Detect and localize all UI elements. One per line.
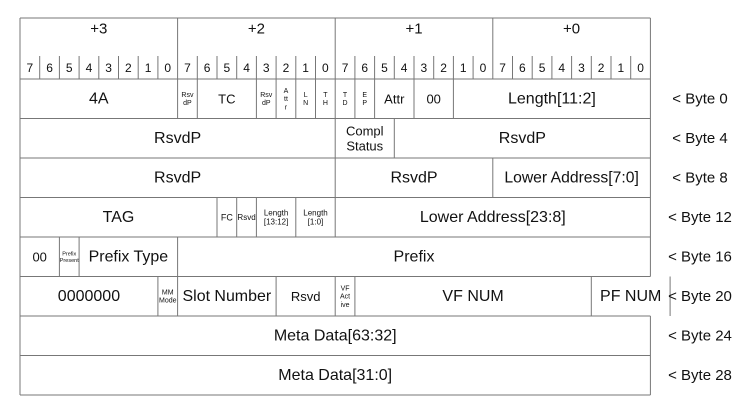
packet-field: Prefix Type (89, 248, 169, 265)
bit-number-label: 5 (381, 61, 388, 75)
byte-offset-label: +1 (405, 21, 422, 38)
bit-number-label: 4 (243, 61, 250, 75)
row-byte-label: < Byte 28 (668, 367, 732, 384)
bit-number-label: 5 (224, 61, 231, 75)
packet-field: 0000000 (58, 288, 120, 305)
bit-number-label: 6 (46, 61, 53, 75)
packet-field: 4A (89, 90, 109, 107)
bit-number-label: 0 (164, 61, 171, 75)
packet-field: TC (218, 91, 235, 106)
packet-field: TAG (103, 209, 135, 226)
packet-field: Lower Address[7:0] (504, 169, 638, 186)
bit-number-label: 7 (499, 61, 506, 75)
row-byte-label: < Byte 4 (672, 130, 727, 147)
packet-field: Prefix (394, 248, 435, 265)
row-byte-label: < Byte 0 (672, 90, 727, 107)
byte-offset-label: +2 (248, 21, 265, 38)
bit-number-label: 7 (184, 61, 191, 75)
row-byte-label: < Byte 8 (672, 169, 727, 186)
bit-number-label: 0 (637, 61, 644, 75)
packet-field: Attr (384, 91, 405, 106)
bit-number-label: 1 (618, 61, 625, 75)
bit-number-label: 5 (66, 61, 73, 75)
row-byte-label: < Byte 24 (668, 327, 732, 344)
packet-field: RsvdP (499, 130, 546, 147)
packet-field: Rsvd (237, 213, 255, 222)
bit-number-label: 3 (421, 61, 428, 75)
bit-number-label: 4 (558, 61, 565, 75)
bit-number-label: 2 (283, 61, 290, 75)
bit-number-label: 2 (440, 61, 447, 75)
packet-field: Length[13:12] (264, 208, 288, 226)
bit-number-label: 3 (263, 61, 270, 75)
packet-field: VF NUM (442, 288, 503, 305)
packet-field: PF NUM (600, 288, 661, 305)
bit-number-label: 6 (361, 61, 368, 75)
row-byte-label: < Byte 12 (668, 209, 732, 226)
packet-field: RsvdP (154, 130, 201, 147)
packet-field: Rsvd (291, 289, 321, 304)
packet-field: FC (221, 212, 233, 222)
bit-number-label: 7 (27, 61, 34, 75)
packet-field: RsvdP (154, 169, 201, 186)
packet-field: Meta Data[31:0] (278, 367, 392, 384)
byte-offset-label: +0 (563, 21, 580, 38)
bit-number-label: 3 (105, 61, 112, 75)
bit-number-label: 5 (539, 61, 546, 75)
byte-offset-label: +3 (90, 21, 107, 38)
bit-number-label: 4 (401, 61, 408, 75)
bit-number-label: 1 (302, 61, 309, 75)
packet-field: Lower Address[23:8] (420, 209, 566, 226)
bit-number-label: 2 (125, 61, 132, 75)
packet-field: RsvdP (390, 169, 437, 186)
packet-field: Slot Number (183, 288, 272, 305)
bit-number-label: 1 (145, 61, 152, 75)
packet-field: 00 (32, 249, 46, 264)
bit-number-label: 6 (519, 61, 526, 75)
packet-field: Length[11:2] (508, 90, 596, 107)
packet-field: Length[1:0] (303, 208, 327, 226)
bit-number-label: 0 (480, 61, 487, 75)
bit-number-label: 6 (204, 61, 211, 75)
bit-number-label: 3 (578, 61, 585, 75)
row-byte-label: < Byte 20 (668, 288, 732, 305)
bit-number-label: 2 (598, 61, 605, 75)
bit-number-label: 1 (460, 61, 467, 75)
bit-number-label: 0 (322, 61, 329, 75)
bit-number-label: 4 (86, 61, 93, 75)
packet-field: 00 (426, 91, 440, 106)
row-byte-label: < Byte 16 (668, 248, 732, 265)
packet-field: Meta Data[63:32] (274, 327, 397, 344)
bit-number-label: 7 (342, 61, 349, 75)
